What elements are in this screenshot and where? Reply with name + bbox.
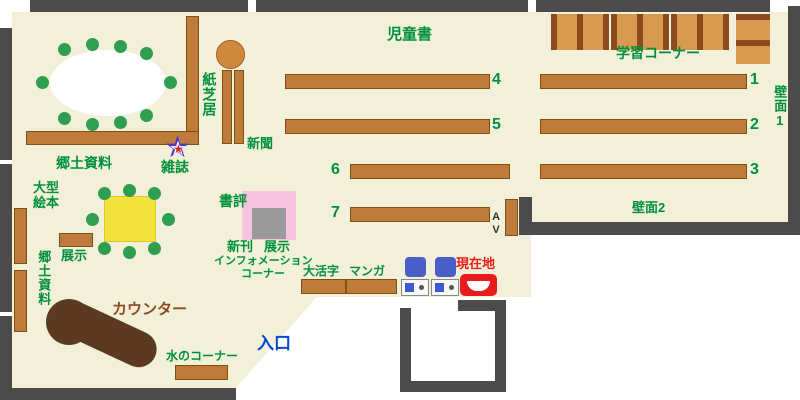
opac-stool-icon (435, 257, 456, 277)
current-location-label: 現在地 (456, 256, 496, 271)
stool-icon (86, 118, 99, 131)
stool-icon (114, 40, 127, 53)
study-carrel (611, 14, 669, 50)
area-label-manga: マンガ (349, 264, 386, 278)
area-label-new-books: 新刊 (227, 239, 254, 254)
shelf-number-7: 7 (331, 204, 340, 221)
stool-icon (98, 187, 111, 200)
area-label-children-books: 児童書 (387, 26, 433, 43)
stool-icon (140, 47, 153, 60)
area-label-local-history: 郷土資料 (56, 155, 112, 171)
opac-stool-icon (405, 257, 426, 277)
bookshelf (186, 16, 199, 144)
shelf-row-4 (285, 74, 490, 89)
wall-segment (0, 164, 12, 312)
stool-icon (86, 213, 99, 226)
shelf-row-6 (350, 164, 510, 179)
av-shelf (505, 199, 518, 236)
shelf-number-4: 4 (492, 71, 501, 88)
shelf-number-5: 5 (492, 116, 501, 133)
stool-icon (58, 43, 71, 56)
large-print-shelf (301, 279, 346, 294)
wall-segment (536, 0, 770, 12)
display-stand (252, 208, 286, 239)
shelf-number-1: 1 (750, 71, 759, 88)
opac-terminal-icon (431, 279, 459, 296)
stool-icon (148, 242, 161, 255)
bookshelf (14, 270, 27, 332)
bookshelf (14, 208, 27, 264)
stool-icon (164, 76, 177, 89)
area-label-information-2: コーナー (241, 268, 285, 280)
current-location-marker (460, 274, 497, 296)
shelf-row-3 (540, 164, 747, 179)
shelf-row-7 (350, 207, 490, 222)
stool-icon (123, 184, 136, 197)
area-label-wall-1: 壁面1 (772, 85, 788, 129)
stool-icon (98, 242, 111, 255)
area-label-av: AV (490, 211, 503, 237)
stool-icon (36, 76, 49, 89)
display-shelf (59, 233, 93, 247)
wall-segment (0, 28, 12, 160)
stool-icon (162, 213, 175, 226)
shelf-row-1 (540, 74, 747, 89)
area-label-new-books-display: 展示 (264, 239, 291, 254)
stool-icon (58, 112, 71, 125)
area-label-large-picture-books: 大型 (33, 180, 60, 195)
stool-icon (148, 187, 161, 200)
entrance-label: 入口 (257, 334, 291, 353)
wall-segment (30, 0, 248, 12)
area-label-local-history-left: 郷土資料 (36, 250, 52, 306)
area-label-water-corner: 水のコーナー (166, 349, 239, 363)
stool-icon (86, 38, 99, 51)
reading-oval-table (50, 50, 166, 116)
shelf-row-5 (285, 119, 490, 134)
wall-segment (788, 6, 800, 235)
stool-icon (114, 116, 127, 129)
stool-icon (140, 109, 153, 122)
area-label-counter: カウンター (112, 301, 188, 318)
vestibule-wall-segment (400, 308, 411, 392)
area-label-picture-book-corner: 絵本コーナー (62, 73, 153, 91)
area-label-wall-2: 壁面2 (632, 200, 666, 215)
stool-icon (123, 246, 136, 259)
wall-segment (0, 388, 236, 400)
manga-shelf (346, 279, 397, 294)
wall-segment (519, 222, 800, 235)
study-carrel (671, 14, 729, 50)
magazines-star-icon: ★ ★ ★ (164, 131, 191, 164)
area-label-newspaper: 新聞 (247, 136, 274, 151)
vestibule-wall-segment (400, 381, 506, 392)
round-stool-icon (216, 40, 245, 69)
area-label-large-print: 大活字 (303, 264, 340, 278)
wall-segment (0, 316, 12, 392)
bookshelf (222, 70, 232, 144)
shelf-number-2: 2 (750, 116, 759, 133)
vestibule-wall-segment (495, 308, 506, 392)
shelf-number-6: 6 (331, 161, 340, 178)
shelf-number-3: 3 (750, 161, 759, 178)
bookshelf (26, 131, 199, 145)
area-label-magazines: 雑誌 (161, 159, 189, 175)
reading-table (104, 196, 156, 242)
wall-segment (256, 0, 528, 12)
study-carrel (551, 14, 609, 50)
shelf-row-2 (540, 119, 747, 134)
study-carrel (736, 14, 770, 64)
water-corner-shelf (175, 365, 228, 380)
area-label-kamishibai: 紙芝居 (201, 72, 218, 117)
area-label-study-corner: 学習コーナー (616, 45, 700, 61)
area-label-large-picture-books: 絵本 (33, 195, 60, 210)
opac-terminal-icon (401, 279, 429, 296)
wall-segment (519, 197, 532, 224)
bookshelf (234, 70, 244, 144)
area-label-information: インフォメーション (214, 255, 313, 267)
area-label-display: 展示 (61, 248, 88, 263)
vestibule-wall-segment (458, 300, 506, 311)
area-label-book-review: 書評 (219, 193, 247, 209)
